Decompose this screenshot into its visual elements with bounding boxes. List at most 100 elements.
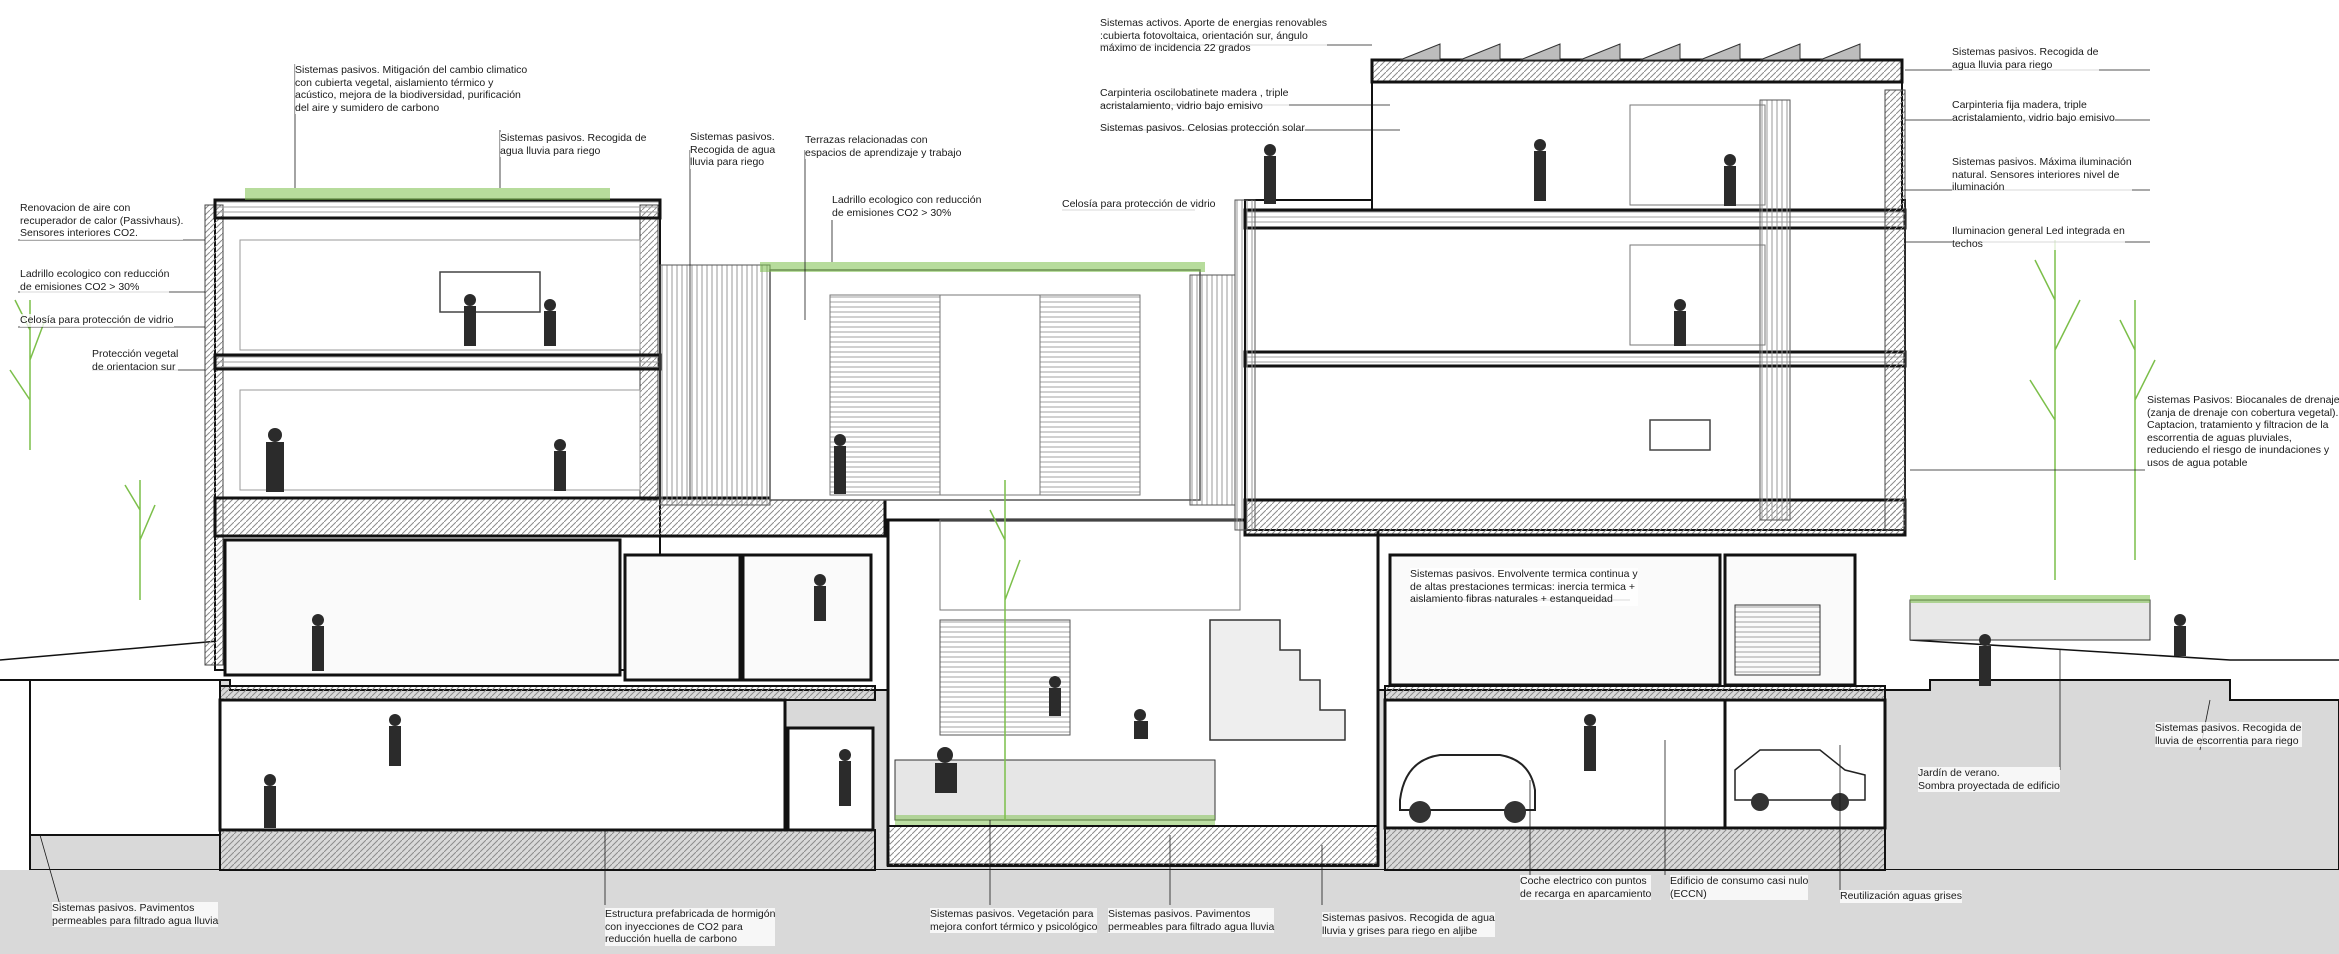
annotation-line: Renovacion de aire con bbox=[20, 202, 131, 214]
annotation-line: Celosía para protección de vidrio bbox=[20, 314, 174, 326]
annotation-line: permeables para filtrado agua lluvia bbox=[1108, 920, 1275, 933]
annotation-line: iluminación bbox=[1952, 181, 2005, 193]
annotation-line: Celosía para protección de vidrio bbox=[1062, 198, 1216, 210]
annotation-line: techos bbox=[1952, 237, 1983, 250]
left-block bbox=[29, 188, 887, 871]
annotation-line: recuperador de calor (Passivhaus). bbox=[20, 214, 184, 227]
annotation-line: Sistemas pasivos. Recogida de bbox=[500, 132, 647, 144]
annotation-line: Carpinteria fija madera, triple bbox=[1952, 99, 2087, 111]
annotation-line: Sistemas pasivos. Recogida de bbox=[1952, 46, 2099, 58]
annotation-bioswales: Sistemas Pasivos: Biocanales de drenaje(… bbox=[2147, 394, 2339, 469]
annotation-tilt-turn-carpentry: Carpinteria oscilobatinete madera , trip… bbox=[1100, 87, 1289, 112]
annotation-line: natural. Sensores interiores nivel de bbox=[1952, 168, 2120, 181]
annotation-summer-garden: Jardín de verano.Sombra proyectada de ed… bbox=[1918, 767, 2060, 792]
annotation-line: Sistemas pasivos. Mitigación del cambio … bbox=[295, 64, 528, 76]
tree-icon bbox=[9, 240, 2156, 820]
annotation-line: del aire y sumidero de carbono bbox=[295, 101, 440, 114]
annotation-line: acristalamiento, vidrio bajo emisivo bbox=[1100, 99, 1263, 112]
annotation-line: aislamiento fibras naturales + estanquei… bbox=[1410, 593, 1613, 605]
annotation-line: lluvia y grises para riego en aljibe bbox=[1322, 924, 1478, 937]
annotation-line: Sistemas pasivos. Pavimentos bbox=[1108, 908, 1251, 920]
annotation-line: Iluminacion general Led integrada en bbox=[1952, 225, 2125, 237]
annotation-line: Recogida de agua bbox=[690, 143, 776, 156]
annotation-line: Sistemas pasivos. Celosias protección so… bbox=[1100, 122, 1305, 134]
annotation-line: Sistemas pasivos. Recogida de agua bbox=[1322, 912, 1495, 924]
annotation-line: usos de agua potable bbox=[2147, 456, 2248, 469]
annotation-line: escorrentia de aguas pluviales, bbox=[2147, 431, 2292, 444]
solar-panel-icon bbox=[1399, 43, 1861, 61]
annotation-line: Terrazas relacionadas con bbox=[805, 134, 928, 146]
annotation-line: reducción huella de carbono bbox=[605, 933, 737, 945]
annotation-line: Reutilización aguas grises bbox=[1840, 890, 1962, 902]
annotation-nzeb: Edificio de consumo casi nulo(ECCN) bbox=[1670, 875, 1809, 900]
annotation-line: Coche electrico con puntos bbox=[1520, 875, 1647, 887]
annotation-line: de emisiones CO2 > 30% bbox=[20, 280, 140, 293]
annotation-line: lluvia de escorrentia para riego bbox=[2155, 734, 2299, 747]
annotation-line: reduciendo el riesgo de inundaciones y bbox=[2147, 444, 2330, 456]
annotation-line: Sistemas pasivos. Recogida de bbox=[2155, 722, 2302, 734]
annotation-line: con cubierta vegetal, aislamiento térmic… bbox=[295, 76, 494, 89]
annotation-line: Sistemas pasivos. Pavimentos bbox=[52, 902, 195, 914]
annotation-line: Edificio de consumo casi nulo bbox=[1670, 875, 1809, 887]
annotation-line: Ladrillo ecologico con reducción bbox=[20, 268, 170, 280]
annotation-line: Sistemas Pasivos: Biocanales de drenaje bbox=[2147, 394, 2339, 406]
annotation-line: mejora confort térmico y psicológico bbox=[930, 920, 1098, 933]
annotation-line: :cubierta fotovoltaica, orientación sur,… bbox=[1100, 29, 1308, 42]
annotation-line: acristalamiento, vidrio bajo emisivo bbox=[1952, 111, 2115, 124]
annotation-line: Sensores interiores CO2. bbox=[20, 227, 138, 239]
annotation-line: (zanja de drenaje con cobertura vegetal)… bbox=[2147, 406, 2339, 419]
car-icon bbox=[1399, 754, 1536, 823]
annotation-line: de emisiones CO2 > 30% bbox=[832, 206, 952, 219]
annotation-greywater: Reutilización aguas grises bbox=[1840, 890, 1962, 903]
annotation-line: de orientacion sur bbox=[92, 360, 176, 373]
annotation-green-roof: Sistemas pasivos. Mitigación del cambio … bbox=[295, 64, 528, 114]
annotation-line: acústico, mejora de la biodiversidad, pu… bbox=[295, 89, 521, 101]
annotation-line: Estructura prefabricada de hormigón bbox=[605, 908, 776, 920]
annotation-line: permeables para filtrado agua lluvia bbox=[52, 914, 219, 927]
annotation-line: Sistemas pasivos. Envolvente termica con… bbox=[1410, 568, 1638, 580]
annotation-lattice-left: Celosía para protección de vidrio bbox=[20, 314, 174, 327]
person-silhouette-icon bbox=[264, 139, 2186, 828]
annotation-line: de recarga en aparcamiento bbox=[1520, 887, 1652, 900]
annotation-line: Sistemas pasivos. bbox=[690, 131, 775, 143]
annotation-line: Sistemas activos. Aporte de energias ren… bbox=[1100, 17, 1328, 29]
annotation-line: lluvia para riego bbox=[690, 156, 765, 168]
annotation-line: Captacion, tratamiento y filtracion de l… bbox=[2147, 419, 2329, 431]
annotation-line: espacios de aprendizaje y trabajo bbox=[805, 146, 962, 159]
annotation-line: con inyecciones de CO2 para bbox=[605, 920, 743, 933]
annotation-line: Sistemas pasivos. Máxima iluminación bbox=[1952, 156, 2132, 168]
annotation-line: Jardín de verano. bbox=[1918, 767, 2000, 779]
annotation-solar-lattice: Sistemas pasivos. Celosias protección so… bbox=[1100, 122, 1305, 135]
annotation-line: Sistemas pasivos. Vegetación para bbox=[930, 908, 1094, 920]
annotation-line: Carpinteria oscilobatinete madera , trip… bbox=[1100, 87, 1289, 99]
annotation-lattice-center: Celosía para protección de vidrio bbox=[1062, 198, 1216, 211]
annotation-line: Sombra proyectada de edificio bbox=[1918, 779, 2060, 792]
annotation-line: Protección vegetal bbox=[92, 348, 179, 360]
annotation-thermal-envelope: Sistemas pasivos. Envolvente termica con… bbox=[1410, 568, 1638, 606]
annotation-line: (ECCN) bbox=[1670, 887, 1707, 900]
annotation-line: Ladrillo ecologico con reducción bbox=[832, 194, 982, 206]
annotation-line: máximo de incidencia 22 grados bbox=[1100, 42, 1251, 54]
annotation-active-systems: Sistemas activos. Aporte de energias ren… bbox=[1100, 17, 1328, 55]
annotation-line: agua lluvia para riego bbox=[500, 144, 601, 157]
